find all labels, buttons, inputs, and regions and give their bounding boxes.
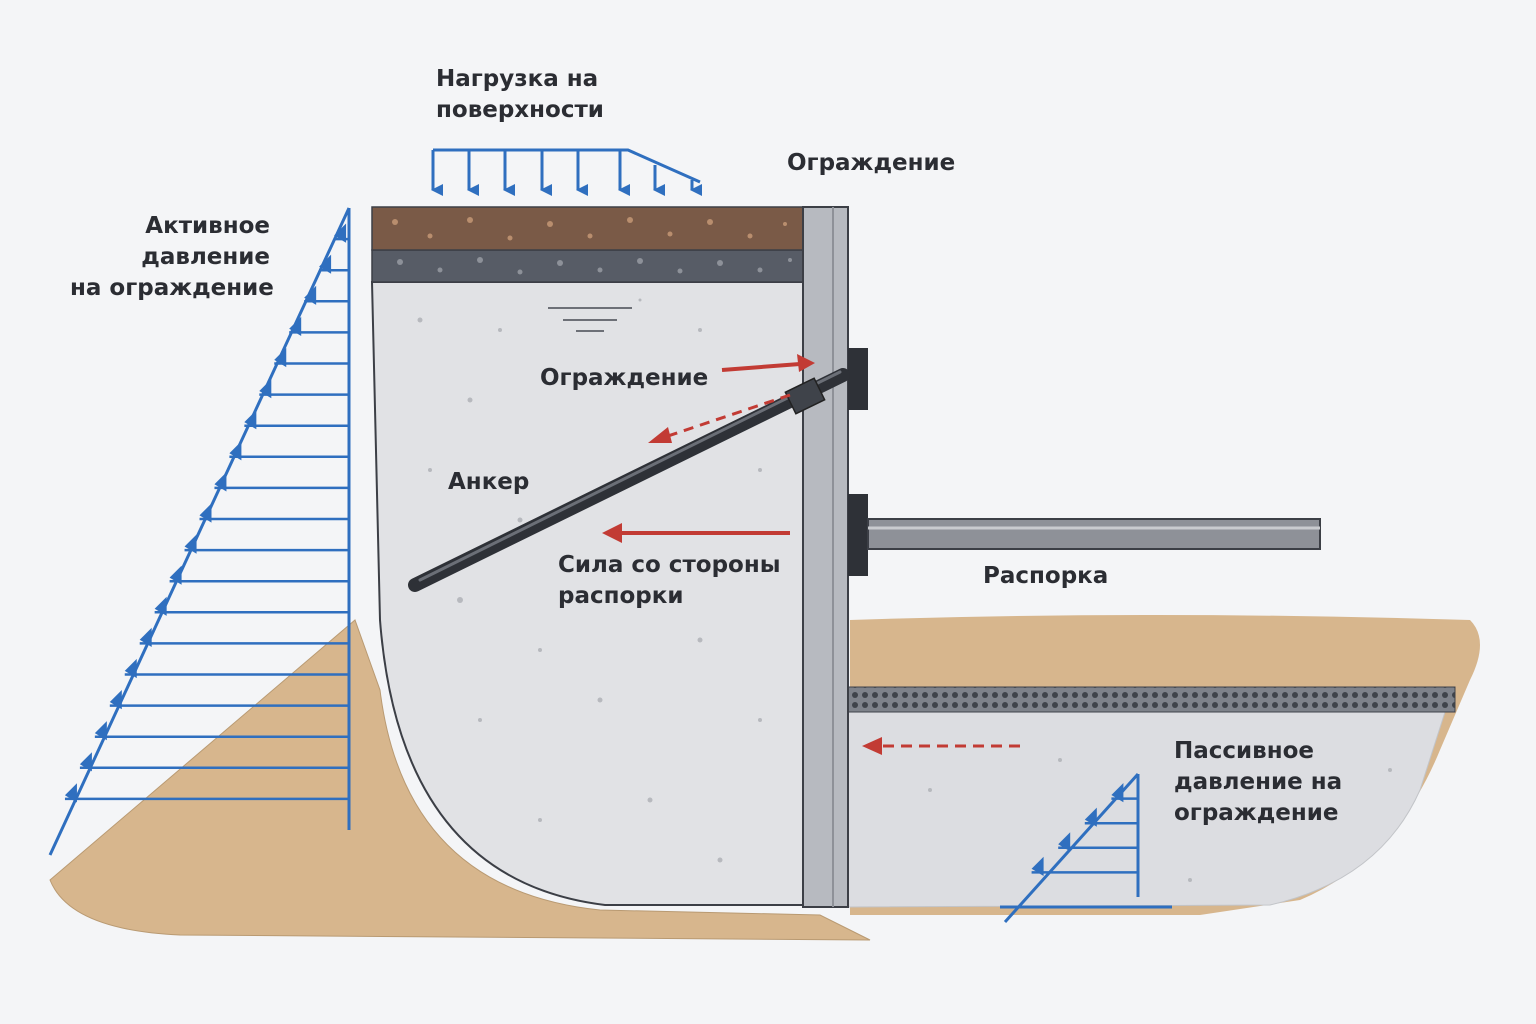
- label-passive-pressure: Пассивное давление на ограждение: [1174, 738, 1343, 826]
- surface-load-arrows: [431, 148, 702, 196]
- strut-bracket: [848, 494, 868, 576]
- passive-pressure-arrowhead: [1058, 832, 1071, 852]
- active-pressure-arrowhead: [154, 596, 167, 616]
- active-pressure-arrowhead: [289, 316, 302, 336]
- concrete-block: [370, 281, 804, 906]
- label-fence-top: Ограждение: [787, 150, 956, 176]
- active-pressure-arrowhead: [64, 783, 77, 803]
- anchor-bracket: [848, 348, 868, 410]
- mesh-layer: [847, 686, 1456, 713]
- anchor-nut: [784, 377, 826, 415]
- label-anchor: Анкер: [448, 469, 530, 495]
- active-pressure-arrowhead: [169, 565, 182, 585]
- active-pressure-arrowhead: [214, 472, 227, 492]
- active-pressure-arrowhead: [334, 223, 347, 243]
- label-active-pressure: Активное давление на ограждение: [70, 213, 274, 301]
- active-pressure-arrowhead: [199, 503, 212, 523]
- passive-pressure-diagram: [1000, 772, 1172, 924]
- strut-bar: [867, 518, 1321, 550]
- active-pressure-arrowhead: [229, 441, 242, 461]
- active-pressure-arrowhead: [319, 254, 332, 274]
- sand-left: [49, 619, 871, 941]
- water-table-icon: [548, 307, 632, 332]
- topsoil-layer: [371, 206, 804, 251]
- active-pressure-arrowhead: [259, 379, 272, 399]
- passive-pressure-arrowhead: [1084, 807, 1097, 827]
- active-pressure-arrowhead: [139, 627, 152, 648]
- passive-pressure-arrowhead: [1111, 783, 1124, 803]
- active-pressure-arrowhead: [304, 285, 317, 305]
- active-pressure-arrowhead: [244, 410, 257, 430]
- active-pressure-diagram: [48, 207, 351, 856]
- label-strut-force: Сила со стороны распорки: [558, 552, 781, 609]
- label-fence-inner: Ограждение: [540, 365, 709, 391]
- label-surface-load: Нагрузка на поверхности: [436, 66, 604, 123]
- label-strut: Распорка: [983, 563, 1109, 589]
- passive-pressure-arrowhead: [1031, 856, 1044, 877]
- active-pressure-slope: [48, 207, 351, 856]
- gravel-layer: [371, 249, 804, 283]
- active-pressure-arrowhead: [274, 347, 287, 368]
- active-pressure-arrowhead: [94, 721, 107, 741]
- active-pressure-arrowhead: [109, 690, 122, 710]
- active-pressure-arrowhead: [124, 658, 137, 679]
- active-pressure-arrowhead: [79, 752, 92, 772]
- active-pressure-arrowhead: [184, 534, 197, 554]
- anchor-rod: [408, 368, 850, 592]
- wall: [802, 206, 849, 908]
- concrete-right: [847, 711, 1446, 908]
